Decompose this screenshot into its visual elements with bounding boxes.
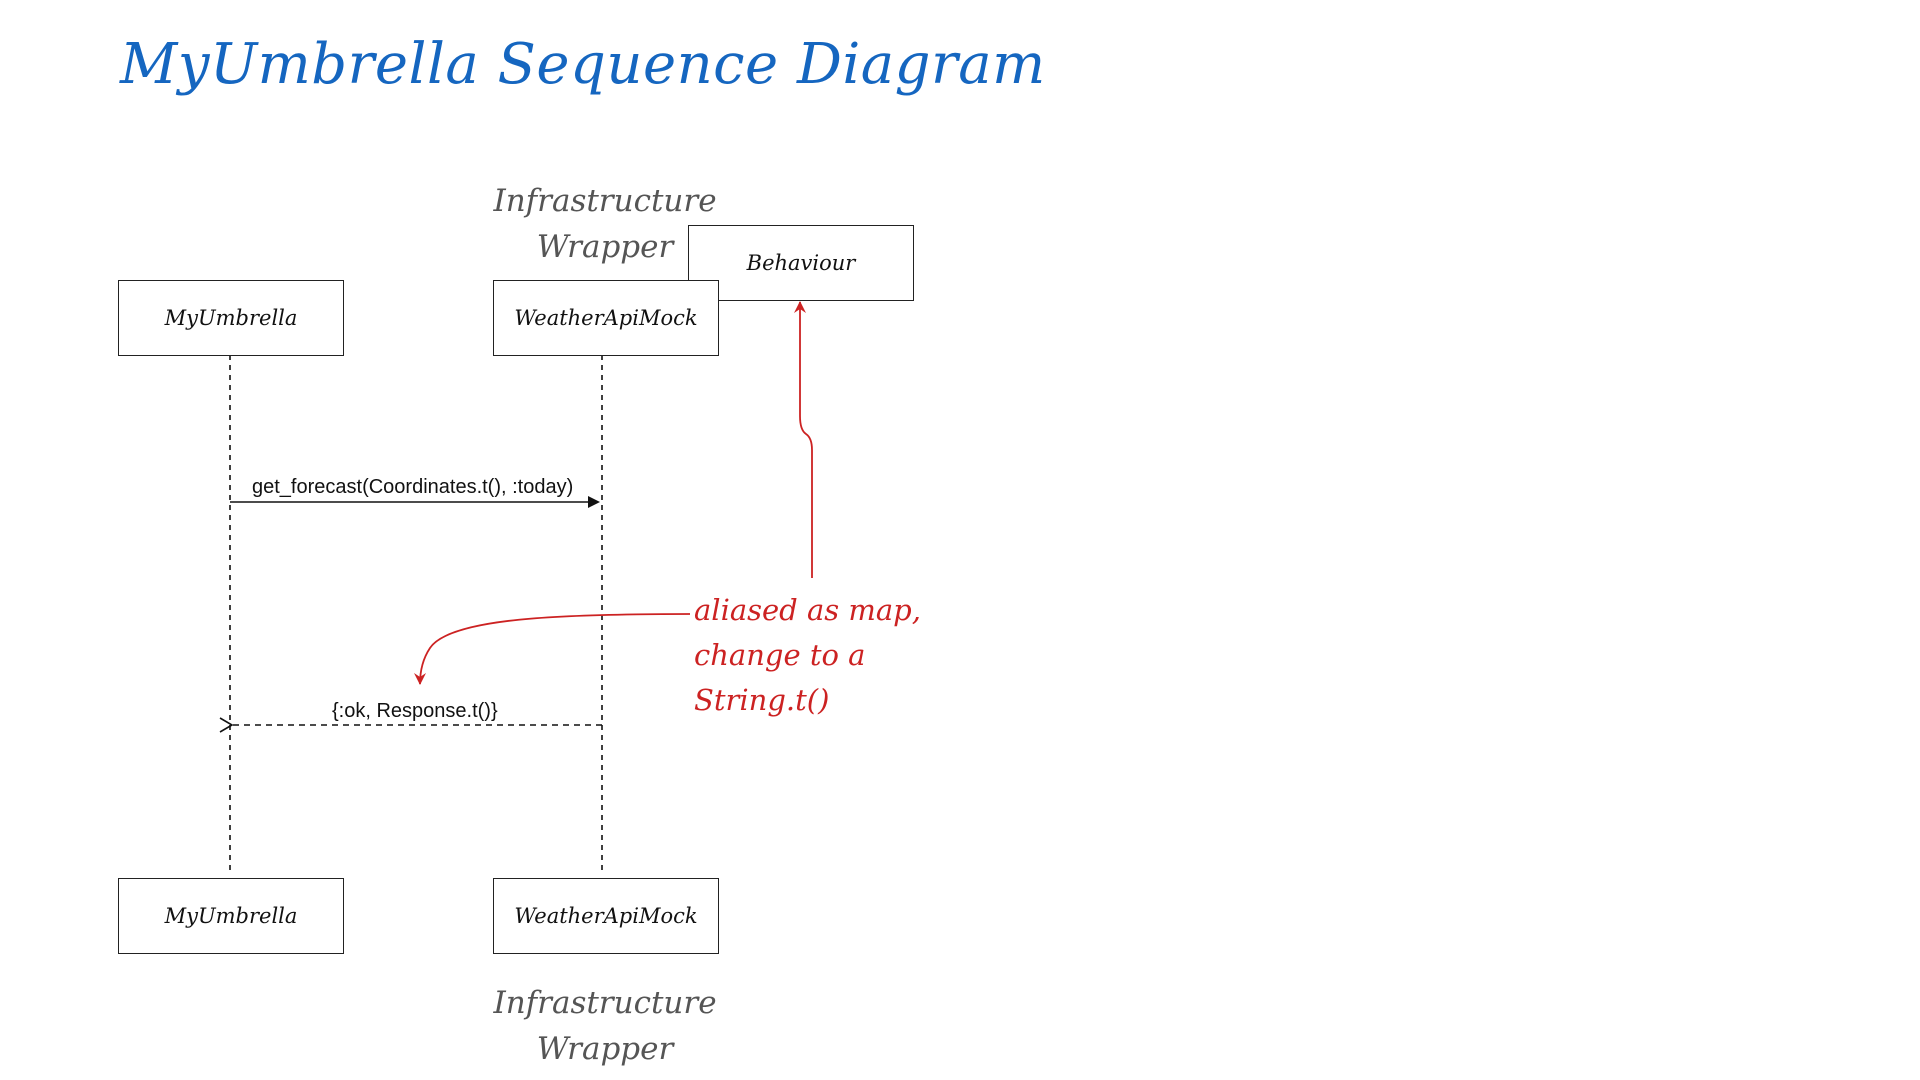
participant-label: WeatherApiMock xyxy=(514,306,698,330)
annotation-arrow-to-response xyxy=(414,613,691,685)
participant-my-umbrella-top[interactable]: MyUmbrella xyxy=(118,280,344,356)
participant-label: MyUmbrella xyxy=(164,306,298,330)
caption-line-1: Infrastructure xyxy=(493,183,717,219)
behaviour-box[interactable]: Behaviour xyxy=(688,225,914,301)
behaviour-label: Behaviour xyxy=(746,251,856,275)
caption-line-2: Wrapper xyxy=(536,1031,674,1067)
annotation-arrow-to-behaviour xyxy=(794,301,813,578)
participant-weather-api-mock-bottom[interactable]: WeatherApiMock xyxy=(493,878,719,954)
infrastructure-wrapper-caption-bottom: Infrastructure Wrapper xyxy=(490,980,720,1072)
annotation-note: aliased as map, change to a String.t() xyxy=(694,588,921,723)
caption-line-2: Wrapper xyxy=(536,229,674,265)
response-message-label: {:ok, Response.t()} xyxy=(330,700,500,723)
caption-line-1: Infrastructure xyxy=(493,985,717,1021)
request-message-label: get_forecast(Coordinates.t(), :today) xyxy=(250,476,576,499)
infrastructure-wrapper-caption-top: Infrastructure Wrapper xyxy=(490,178,720,270)
participant-weather-api-mock-top[interactable]: WeatherApiMock xyxy=(493,280,719,356)
participant-my-umbrella-bottom[interactable]: MyUmbrella xyxy=(118,878,344,954)
participant-label: MyUmbrella xyxy=(164,904,298,928)
annotation-line-2: change to a xyxy=(694,638,866,672)
participant-label: WeatherApiMock xyxy=(514,904,698,928)
page-title: MyUmbrella Sequence Diagram xyxy=(120,32,1046,97)
annotation-line-3: String.t() xyxy=(694,683,830,717)
annotation-line-1: aliased as map, xyxy=(694,593,921,627)
